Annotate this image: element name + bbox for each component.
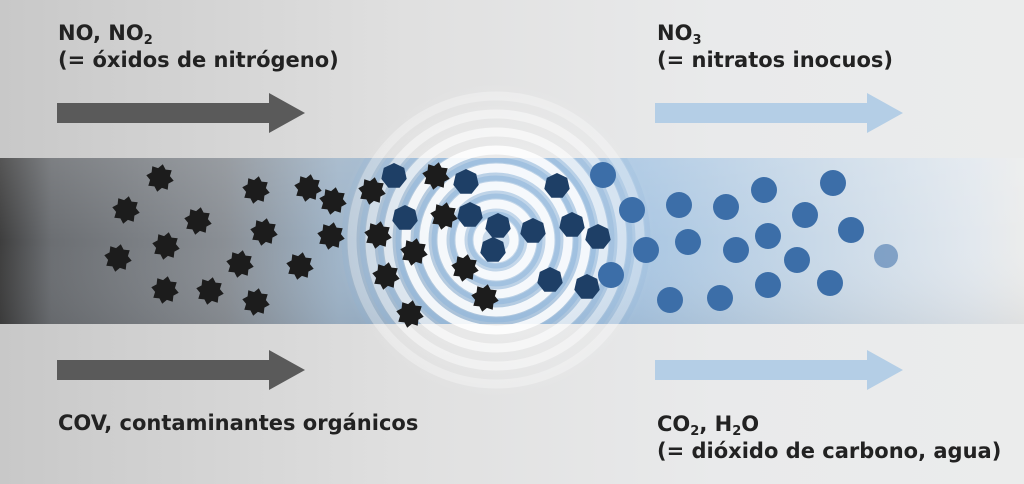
pollutant-particle — [317, 222, 345, 250]
pollutant-particle — [152, 232, 180, 260]
pollutant-particle — [226, 250, 254, 278]
pollutant-particle — [286, 252, 314, 280]
product-particle — [792, 202, 818, 228]
converting-particle — [480, 237, 506, 262]
pollutant-particle — [451, 254, 479, 282]
product-particle — [755, 272, 781, 298]
converting-particle — [559, 212, 585, 237]
product-particle — [633, 237, 659, 263]
product-particle — [820, 170, 846, 196]
converting-particle — [381, 163, 407, 188]
converting-particle — [520, 218, 546, 243]
pollutant-particle — [471, 284, 499, 312]
co2-h2o-formula: CO2, H2O — [657, 412, 760, 439]
pollutant-particle — [104, 244, 132, 272]
nitrate-formula: NO3 — [657, 21, 702, 48]
product-particle — [784, 247, 810, 273]
top-left-label: NO, NO2 (= óxidos de nitrógeno) — [58, 20, 339, 74]
nox-description: (= óxidos de nitrógeno) — [58, 48, 339, 72]
converting-particle — [585, 224, 611, 249]
converting-particle — [457, 202, 483, 227]
converting-particle — [574, 274, 600, 299]
product-particle — [657, 287, 683, 313]
pollutant-particle — [396, 300, 424, 328]
converting-particle — [544, 173, 570, 198]
pollutant-particle — [358, 177, 386, 205]
converting-particle — [453, 169, 479, 194]
pollutant-particle — [112, 196, 140, 224]
product-particle — [590, 162, 616, 188]
pollutant-particle — [372, 262, 400, 290]
pollutant-particle — [146, 164, 174, 192]
pollutant-particle — [242, 176, 270, 204]
arrow-right-dark-icon — [57, 350, 305, 390]
product-particle — [723, 237, 749, 263]
co2-h2o-description: (= dióxido de carbono, agua) — [657, 439, 1002, 463]
arrow-right-light-icon — [655, 93, 903, 133]
product-particle — [755, 223, 781, 249]
product-particle — [666, 192, 692, 218]
pollutant-particle — [242, 288, 270, 316]
converting-particle — [537, 267, 563, 292]
pollutant-particle — [184, 207, 212, 235]
product-particle — [598, 262, 624, 288]
pollutant-particle — [319, 187, 347, 215]
pollutant-particle — [250, 218, 278, 246]
bottom-right-label: CO2, H2O (= dióxido de carbono, agua) — [657, 411, 1001, 465]
converting-particle — [392, 205, 418, 230]
nitrate-description: (= nitratos inocuos) — [657, 48, 893, 72]
pollutant-particle — [294, 174, 322, 202]
converting-particle — [485, 213, 511, 238]
product-particle — [707, 285, 733, 311]
nox-formula: NO, NO2 — [58, 21, 153, 48]
top-right-label: NO3 (= nitratos inocuos) — [657, 20, 893, 74]
product-particle — [675, 229, 701, 255]
pollutant-particle — [151, 276, 179, 304]
product-particle — [751, 177, 777, 203]
voc-description: COV, contaminantes orgánicos — [58, 411, 419, 435]
product-particle — [713, 194, 739, 220]
product-particle — [874, 244, 898, 268]
pollutant-particle — [430, 202, 458, 230]
product-particle — [817, 270, 843, 296]
pollutant-particle — [364, 221, 392, 249]
arrow-right-dark-icon — [57, 93, 305, 133]
arrow-right-light-icon — [655, 350, 903, 390]
product-particle — [838, 217, 864, 243]
product-particle — [619, 197, 645, 223]
pollutant-particle — [400, 238, 428, 266]
pollutant-particle — [422, 162, 450, 190]
pollutant-particle — [196, 277, 224, 305]
bottom-left-label: COV, contaminantes orgánicos — [58, 410, 418, 437]
